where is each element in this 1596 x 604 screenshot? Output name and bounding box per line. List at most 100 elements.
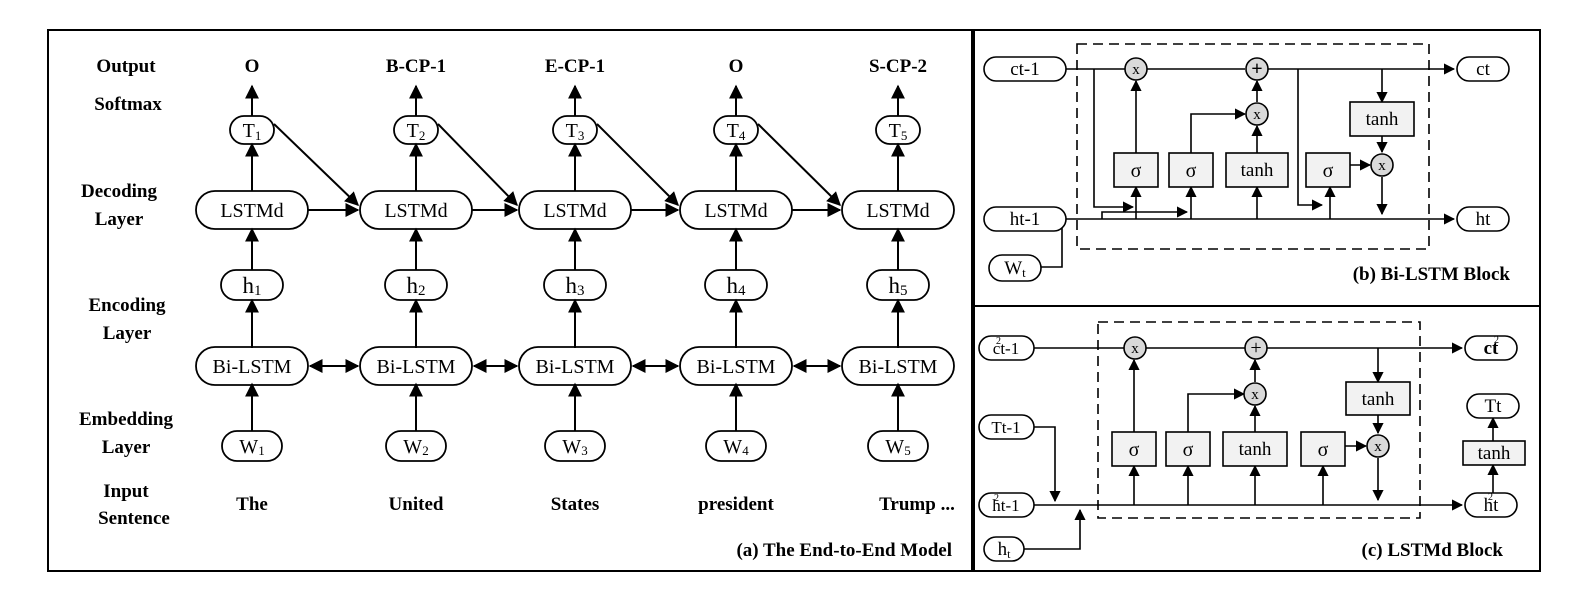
h-prev-label: ht-1	[1010, 209, 1041, 230]
tag-label: T3	[566, 120, 585, 143]
forget-mult-op	[1124, 57, 1148, 81]
bilstm-label: Bi-LSTM	[536, 356, 615, 378]
output-tag: O	[729, 56, 744, 77]
output-mult-op	[1366, 434, 1390, 458]
c-prev-node	[983, 56, 1067, 82]
row-label-output: Output	[96, 56, 156, 77]
panel-c-caption: (c) LSTMd Block	[1362, 540, 1504, 561]
output-tanh-label: tanh	[1478, 443, 1511, 464]
panel-a-caption: (a) The End-to-End Model	[736, 540, 952, 561]
output-mult-op	[1370, 153, 1394, 177]
lstmd-cell-boundary	[1097, 321, 1421, 519]
hidden-label: h1	[243, 273, 262, 299]
row-label-embedding-2: Layer	[102, 437, 151, 458]
output-tag: O	[245, 56, 260, 77]
embedding-label: W2	[403, 436, 428, 458]
c-prev-node	[978, 335, 1035, 361]
lstmd-label: LSTMd	[704, 200, 767, 222]
cell-tanh-label: tanh	[1366, 109, 1399, 130]
row-label-decoding-2: Layer	[95, 209, 144, 230]
h-out-label: ht	[1476, 209, 1492, 230]
hidden-label: h2	[407, 273, 426, 299]
output-mult-symbol: x	[1374, 439, 1382, 455]
row-label-softmax: Softmax	[94, 94, 162, 115]
h-out-node	[1456, 206, 1510, 232]
candidate-gate	[1225, 152, 1289, 188]
row-label-input-2: Sentence	[98, 508, 170, 529]
c-out-superscript: 2	[1494, 335, 1499, 346]
input-word: The	[236, 494, 268, 515]
input-word: president	[698, 494, 774, 515]
forget-gate-symbol: σ	[1129, 439, 1140, 461]
panel-a-frame	[47, 29, 973, 572]
c-out-node	[1456, 56, 1510, 82]
input-mult-symbol: x	[1253, 107, 1261, 123]
output-tag: B-CP-1	[386, 56, 446, 77]
candidate-gate	[1222, 431, 1288, 467]
h-out-label: ht	[1484, 495, 1500, 516]
candidate-gate-label: tanh	[1241, 160, 1274, 181]
lstmd-label: LSTMd	[220, 200, 283, 222]
forget-mult-symbol: x	[1131, 341, 1139, 357]
forget-gate	[1111, 431, 1157, 467]
output-mult-symbol: x	[1378, 158, 1386, 174]
input-word: Trump ...	[879, 494, 955, 515]
output-tanh	[1462, 440, 1526, 466]
c-prev-label: ct-1	[1010, 59, 1040, 80]
panel-c-frame	[973, 305, 1541, 572]
lstmd-label: LSTMd	[543, 200, 606, 222]
c-prev-superscript: 2	[996, 336, 1001, 347]
tag-feedback-arrow	[757, 123, 841, 206]
row-label-input-1: Input	[103, 481, 149, 502]
embedding-label: W3	[562, 436, 587, 458]
row-label-decoding-1: Decoding	[81, 181, 158, 202]
cell-add-symbol: +	[1250, 337, 1261, 359]
t-prev-label: Tt-1	[991, 418, 1020, 437]
tag-label: T4	[727, 120, 746, 143]
h-prev-label: ht-1	[992, 496, 1019, 515]
bilstm-label: Bi-LSTM	[213, 356, 292, 378]
cell-add-op	[1245, 57, 1269, 81]
w-input-node	[988, 254, 1042, 282]
input-gate	[1165, 431, 1211, 467]
panel-a-columns: OT1LSTMdh1Bi-LSTMW1TheB-CP-1T2LSTMdh2Bi-…	[195, 56, 955, 515]
lstmd-label: LSTMd	[384, 200, 447, 222]
hidden-label: h5	[889, 273, 908, 299]
input-gate-symbol: σ	[1186, 160, 1197, 182]
bilstm-label: Bi-LSTM	[859, 356, 938, 378]
forget-gate-symbol: σ	[1131, 160, 1142, 182]
w-input-label: Wt	[1004, 258, 1026, 280]
tag-label: T2	[407, 120, 426, 143]
h-input-node	[983, 536, 1025, 562]
panel-c: ct-1 2 Tt-1 ht-1 2 ht ct 2 ht 2 Tt tanh …	[978, 321, 1526, 562]
input-word: United	[389, 494, 444, 515]
c-prev-label: ct-1	[993, 339, 1019, 358]
h-prev-superscript: 2	[994, 493, 999, 504]
bilstm-label: Bi-LSTM	[697, 356, 776, 378]
cell-tanh	[1349, 101, 1415, 137]
forget-mult-symbol: x	[1132, 62, 1140, 78]
candidate-gate-label: tanh	[1239, 439, 1272, 460]
input-gate-symbol: σ	[1183, 439, 1194, 461]
h-input-label: ht	[998, 539, 1012, 561]
cell-add-op	[1244, 336, 1268, 360]
h-out-superscript: 2	[1488, 492, 1493, 503]
input-mult-op	[1243, 382, 1267, 406]
t-out-node	[1466, 393, 1520, 419]
tag-feedback-arrow	[273, 123, 360, 206]
forget-mult-op	[1123, 336, 1147, 360]
bilstm-label: Bi-LSTM	[377, 356, 456, 378]
h-out-node	[1464, 492, 1518, 518]
row-label-embedding-1: Embedding	[79, 409, 173, 430]
c-out-label: ct	[1484, 338, 1499, 359]
t-out-label: Tt	[1485, 396, 1503, 417]
output-gate-symbol: σ	[1323, 160, 1334, 182]
embedding-label: W4	[723, 436, 749, 458]
lstmd-label: LSTMd	[866, 200, 929, 222]
row-labels: Output Softmax Decoding Layer Encoding L…	[79, 56, 173, 529]
output-tag: S-CP-2	[869, 56, 927, 77]
